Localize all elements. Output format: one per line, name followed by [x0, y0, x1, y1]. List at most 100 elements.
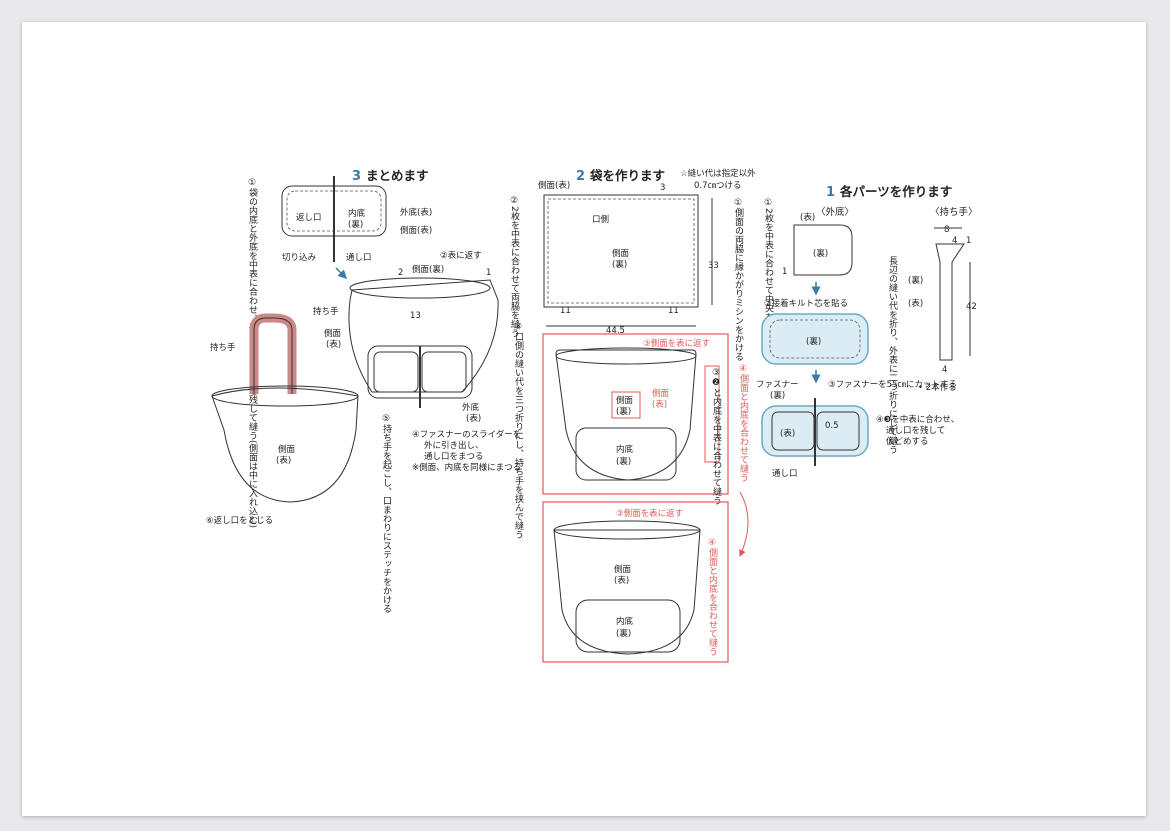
step3-vertical: ③口側の縫い代を三つ折りにし、持ち手を挟んで縫う	[513, 322, 524, 539]
assembled-omote: (表)	[780, 428, 795, 439]
naitei-2	[575, 599, 681, 653]
seam-note-2: 0.7㎝つける	[694, 181, 742, 191]
toshiguchi-1: 通し口	[772, 468, 798, 479]
box1-ura: (裏)	[616, 406, 631, 417]
box1-red-sokumen: 側面	[652, 388, 670, 399]
side-ura-2: (裏)	[612, 259, 627, 270]
quilted-piece	[761, 313, 869, 365]
red-step4-text-2: ④側面と内底を合わせて縫う	[707, 538, 718, 656]
step3-text: ③ファスナーを55㎝にカットする	[828, 380, 957, 390]
seam-note-1: ☆縫い代は指定以外	[680, 168, 756, 179]
handle-arc	[249, 313, 297, 394]
step6-label: ⑥返し口をとじる	[206, 515, 273, 526]
dim-05: 0.5	[825, 421, 839, 431]
handle-step-text: 長辺の縫い代を折り、外表に二つ折りにして縫う	[887, 256, 898, 454]
gaitei-omote-2: (表)	[466, 413, 481, 424]
gaitei-ura: (裏)	[813, 248, 828, 259]
box2-omote: (表)	[614, 575, 629, 586]
gaitei-piece	[793, 224, 853, 276]
dim-1-s3: 1	[486, 268, 491, 278]
side-step2-text: ②2枚を中表に合わせて両脇を縫う	[509, 196, 520, 338]
step5-vertical: ⑤持ち手を起こし、口まわりにステッチをかける	[381, 414, 392, 613]
handle-strip	[935, 243, 965, 361]
red-box-2	[542, 501, 729, 663]
inner-step3-text: ③❷と内底を中表に合わせて縫う	[711, 368, 722, 505]
kaeshiguchi-label: 返し口	[296, 212, 322, 223]
step4-line3: 仮どめする	[886, 436, 929, 447]
bag-body-1	[555, 349, 697, 481]
sokumen-ura-label: 側面(裏)	[412, 264, 444, 275]
dim-13: 13	[410, 311, 421, 321]
naitei-1	[575, 427, 677, 481]
fastener-ura: (裏)	[770, 390, 785, 401]
dim-42: 42	[966, 302, 977, 312]
step4-note: ※側面、内底を同様にまつる	[412, 462, 521, 473]
step4-line3: 通し口をまつる	[424, 451, 484, 462]
box2-sokumen: 側面	[614, 564, 632, 575]
step2-label: ②表に返す	[440, 250, 482, 261]
omote-label-1: (表)	[326, 339, 341, 350]
sokumen-omote-label: 側面(表)	[400, 225, 432, 236]
page-sheet	[22, 22, 1146, 816]
dim-3: 3	[660, 183, 665, 193]
step2-text: ②接着キルト芯を貼る	[764, 298, 848, 309]
dim-4-bottom: 4	[942, 365, 947, 375]
quilted-ura: (裏)	[806, 336, 821, 347]
mochite-label-1: 持ち手	[313, 306, 339, 317]
red-arrow	[739, 491, 749, 557]
step4-line2: 通し口を残して	[886, 425, 945, 436]
kuchigawa-label: 口側	[592, 214, 609, 225]
naitei-2-ura: (裏)	[616, 628, 631, 639]
mochite-header: 〈持ち手〉	[930, 206, 978, 218]
red-box-1	[542, 333, 729, 495]
box1-red-omote: (表)	[652, 399, 667, 410]
dim-11-left: 11	[560, 306, 571, 316]
final-omote: (表)	[276, 455, 291, 466]
step4-line1: ④ファスナーのスライダーを	[412, 429, 521, 440]
final-sokumen: 側面	[278, 444, 296, 455]
naitei-1-label: 内底	[616, 444, 634, 455]
gaitei-omote: (表)	[800, 212, 815, 223]
toshiguchi-label: 通し口	[346, 252, 372, 263]
dim-445: 44.5	[606, 326, 625, 336]
mochite-label-2: 持ち手	[210, 342, 236, 353]
handle-ura: (裏)	[908, 275, 923, 286]
step4-line1: ④❸を中表に合わせ、	[876, 414, 959, 425]
handle-omote: (表)	[908, 298, 923, 309]
naitei-label-3: 内底	[348, 208, 366, 219]
step4-line2: 外に引き出し、	[424, 440, 484, 451]
dim-33: 33	[708, 261, 719, 271]
side-step1-text: ①側面の両脇に縁かがりミシンをかける	[733, 198, 744, 361]
gaitei-label: 外底	[462, 402, 480, 413]
dim-2: 2	[398, 268, 403, 278]
naitei-ura-3: (裏)	[348, 219, 363, 230]
kirikomi-label: 切り込み	[282, 252, 317, 263]
side-omote-label: 側面(表)	[538, 180, 570, 191]
naitei-1-ura: (裏)	[616, 456, 631, 467]
dim-4: 4	[952, 236, 957, 246]
handle-count: • 2本作る	[918, 382, 957, 393]
bag-middle	[348, 279, 499, 393]
sokumen-label-1: 側面	[324, 328, 342, 339]
fastener-label: ファスナー	[756, 380, 799, 390]
gaitei-header: 〈外底〉	[816, 206, 854, 218]
final-bag	[211, 387, 359, 503]
naitei-2-label: 内底	[616, 616, 634, 627]
gaitei-dim-1: 1	[782, 267, 787, 277]
side-panel	[543, 194, 699, 308]
side-ura-1: 側面	[612, 248, 630, 259]
dim-11-right: 11	[668, 306, 679, 316]
red-step3-text-2: ③側面を表に返す	[616, 508, 683, 519]
box1-sokumen: 側面	[616, 395, 634, 406]
red-step3-text: ③側面を表に返す	[643, 338, 710, 349]
red-step4-text-1: ④側面と内底を合わせて縫う	[738, 364, 749, 482]
dim-8: 8	[944, 225, 949, 235]
dim-1-handle: 1	[966, 236, 971, 246]
